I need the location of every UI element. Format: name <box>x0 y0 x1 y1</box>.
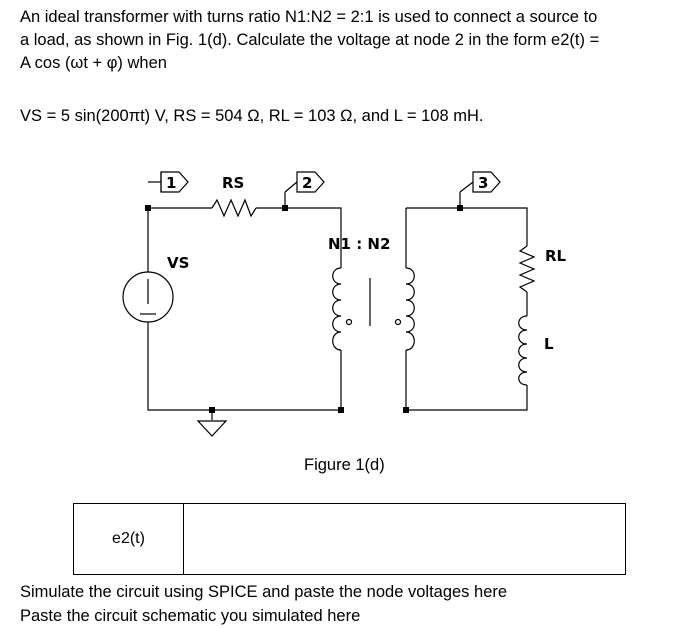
ground-icon <box>196 420 228 437</box>
junction-ground <box>209 407 215 413</box>
secondary-dot-icon <box>394 318 402 326</box>
problem-line-1: An ideal transformer with turns ratio N1… <box>20 8 598 26</box>
junction-node1 <box>145 205 151 211</box>
problem-line-3: A cos (ωt + φ) when <box>20 54 167 72</box>
voltage-source-icon <box>122 271 174 323</box>
given-values: VS = 5 sin(200πt) V, RS = 504 Ω, RL = 10… <box>20 107 484 125</box>
rs-label: RS <box>222 174 244 192</box>
junction-node2 <box>282 205 288 211</box>
instruction-line-1: Simulate the circuit using SPICE and pas… <box>20 583 508 601</box>
table-row: e2(t) <box>73 503 626 575</box>
rl-label: RL <box>545 247 567 265</box>
answer-value-cell[interactable] <box>183 503 626 575</box>
node-2-flag <box>296 171 325 193</box>
primary-coil-icon <box>332 267 342 351</box>
wire-bottom-right <box>405 350 528 411</box>
inductor-l-icon <box>518 315 528 386</box>
secondary-coil-icon <box>405 267 415 351</box>
resistor-rl-icon <box>518 245 536 293</box>
answer-table: e2(t) <box>73 503 626 575</box>
junction-secondary-bottom <box>403 407 409 413</box>
junction-primary-bottom <box>338 407 344 413</box>
problem-line-2: a load, as shown in Fig. 1(d). Calculate… <box>20 31 600 49</box>
figure-caption: Figure 1(d) <box>304 456 385 474</box>
problem-statement: An ideal transformer with turns ratio N1… <box>20 6 688 75</box>
circuit-schematic: 1 2 3 RS VS N1 : N2 RL L <box>122 171 567 437</box>
resistor-rs-icon <box>211 198 257 218</box>
answer-label-cell: e2(t) <box>73 503 184 575</box>
instruction-line-2: Paste the circuit schematic you simulate… <box>20 607 361 625</box>
node-2-label: 2 <box>302 174 312 192</box>
transformer-ratio-label: N1 : N2 <box>328 235 390 253</box>
node-3-flag <box>472 171 501 193</box>
node-3-label: 3 <box>478 174 488 192</box>
l-label: L <box>544 335 554 353</box>
primary-dot-icon <box>345 318 353 326</box>
node-3-flag-link <box>459 181 474 193</box>
wire-bottom-left <box>147 322 341 411</box>
instructions: Simulate the circuit using SPICE and pas… <box>20 580 507 628</box>
wire-node3-rl <box>406 207 528 246</box>
vs-label: VS <box>167 254 189 272</box>
node-1-label: 1 <box>166 174 176 192</box>
junction-node3 <box>457 205 463 211</box>
node-2-flag-link <box>284 181 298 193</box>
